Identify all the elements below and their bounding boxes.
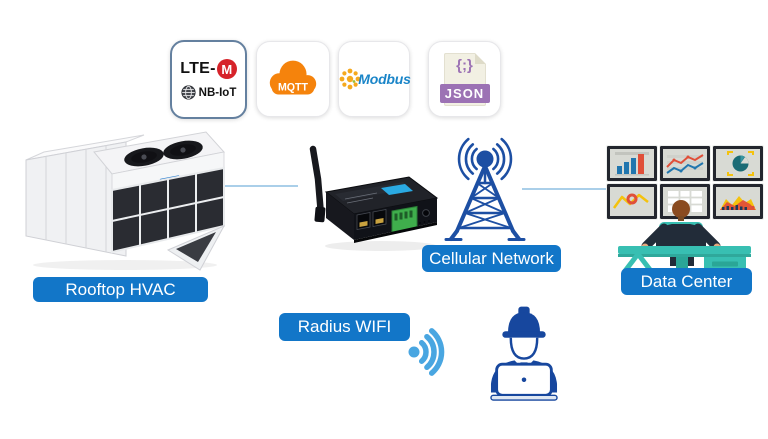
device-label-sticker	[381, 184, 413, 195]
condenser-fan-icon	[124, 140, 203, 167]
monitor-trend-chart	[606, 183, 658, 220]
worker-face	[509, 337, 539, 360]
json-braces-glyph: {;}	[456, 56, 473, 74]
wifi-signal-icon	[408, 328, 445, 376]
desk-top	[618, 246, 751, 254]
power-jack	[422, 209, 430, 217]
field-worker-icon	[490, 306, 558, 401]
grille-mullions	[111, 173, 225, 246]
desk-legs	[623, 249, 653, 272]
tower-to-datacenter-line	[522, 188, 612, 190]
label-rooftop-hvac: Rooftop HVAC	[33, 277, 208, 302]
lte-m-icon: M	[216, 59, 237, 79]
modbus-star-icon	[339, 68, 361, 90]
radio-waves	[457, 137, 513, 181]
hard-hat-icon	[502, 306, 546, 338]
vent-holes	[419, 220, 430, 224]
nb-iot-globe-icon	[181, 85, 196, 100]
operator-at-desk-icon	[618, 200, 751, 272]
panel-seams	[45, 145, 107, 252]
cellular-tower-icon	[444, 137, 526, 241]
cellular-gateway-image	[309, 145, 439, 251]
json-badge: {;} JSON	[428, 41, 501, 117]
ethernet-ports	[356, 209, 387, 230]
monitor-area-chart	[712, 183, 764, 220]
antenna-icon	[309, 145, 325, 219]
mqtt-label: MQTT	[278, 82, 309, 94]
lte-m-row: LTE- M	[180, 59, 237, 79]
operator-torso	[656, 224, 706, 253]
mqtt-badge: MQTT	[256, 41, 330, 117]
label-radius-wifi: Radius WIFI	[279, 313, 410, 341]
json-banner-label: JSON	[439, 83, 490, 103]
nb-iot-label: NB-IoT	[198, 86, 237, 99]
mqtt-cloud-icon: MQTT	[269, 60, 317, 95]
json-file-icon: {;} JSON	[439, 52, 490, 106]
lte-label: LTE-	[180, 60, 216, 77]
terminal-block	[391, 205, 418, 234]
monitor-line-chart	[659, 145, 711, 182]
label-cellular-network: Cellular Network	[422, 245, 561, 272]
operator-head	[672, 200, 690, 218]
modbus-label: Modbus	[358, 71, 411, 87]
page-fold-corner	[474, 52, 486, 64]
lte-nbiot-badge: LTE- M NB-IoT	[170, 40, 247, 119]
monitor-bar-chart	[606, 145, 658, 182]
nb-iot-row: NB-IoT	[181, 85, 237, 100]
monitor-pie-chart	[712, 145, 764, 182]
label-data-center: Data Center	[621, 268, 752, 295]
modbus-badge: Modbus	[338, 41, 411, 117]
hvac-to-gateway-line	[219, 185, 298, 187]
hvac-unit-image	[25, 131, 226, 271]
